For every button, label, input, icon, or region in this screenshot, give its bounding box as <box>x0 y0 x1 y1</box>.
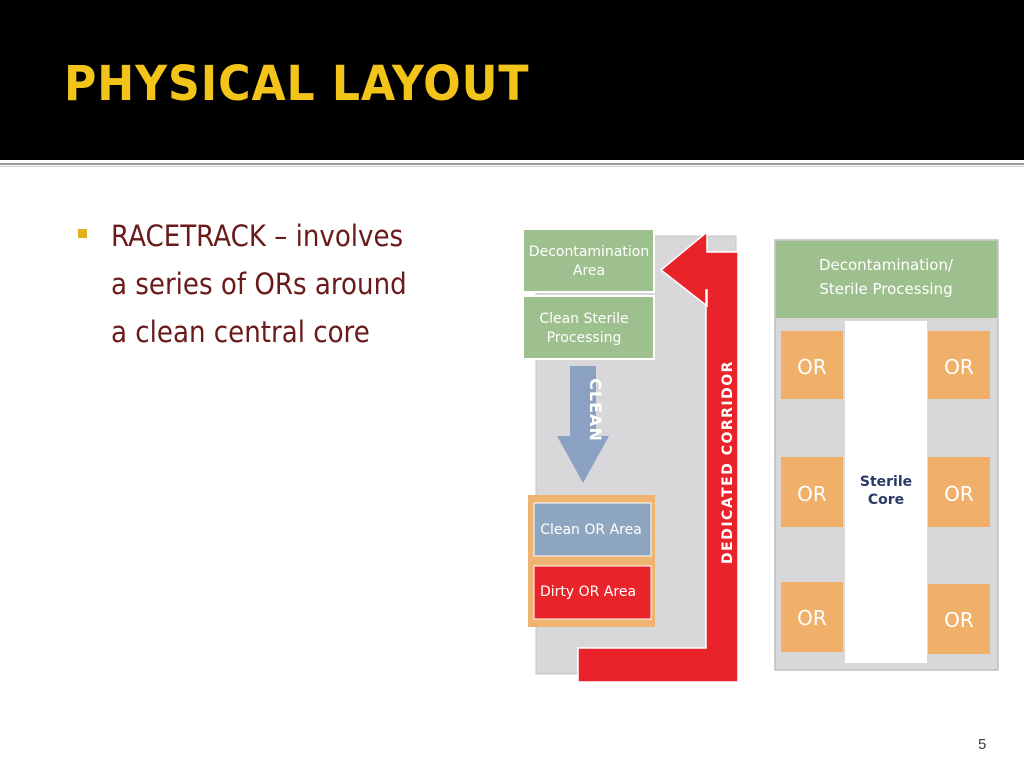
slide-title: PHYSICAL LAYOUT <box>64 56 530 112</box>
header-divider <box>0 163 1024 165</box>
decontamination-area-box <box>522 228 655 293</box>
dirty-or-area-box <box>533 565 652 620</box>
label-line: Area <box>573 263 605 279</box>
dirty-or-area-label: Dirty OR Area <box>540 584 636 600</box>
or-room-label: OR <box>797 482 827 506</box>
bullet-text: RACETRACK – involves a series of ORs aro… <box>111 212 471 356</box>
clean-arrow <box>557 366 609 483</box>
or-room-label: OR <box>797 355 827 379</box>
bullet-line-3: a clean central core <box>111 315 370 349</box>
or-room-box <box>928 584 990 654</box>
decontamination-sterile-processing-label: Decontamination/Sterile Processing <box>819 256 954 298</box>
clean-or-area-label: Clean OR Area <box>540 522 642 538</box>
or-room-grid: OR OR OR OR OR OR <box>781 331 990 654</box>
or-room-box <box>928 331 990 399</box>
or-room-label: OR <box>797 606 827 630</box>
clean-arrow-label: CLEAN <box>586 378 605 442</box>
clean-sterile-processing-box <box>522 295 655 360</box>
label-line: Core <box>868 492 904 508</box>
or-room-label: OR <box>944 355 974 379</box>
bullet-line-2: a series of ORs around <box>111 267 407 301</box>
label-line: Processing <box>547 330 622 346</box>
label-line: Clean Sterile <box>539 311 628 327</box>
header-divider-shadow <box>0 166 1024 167</box>
label-line: Decontamination <box>529 244 649 260</box>
or-room-box <box>781 331 843 399</box>
bullet-line-1: RACETRACK – involves <box>111 219 404 253</box>
clean-or-area-box <box>533 502 652 557</box>
or-room-box <box>781 582 843 652</box>
label-line: Sterile Processing <box>819 280 952 298</box>
bullet-marker <box>78 229 87 238</box>
label-line: Decontamination/ <box>819 256 954 274</box>
page-number: 5 <box>978 736 987 753</box>
title-bar: PHYSICAL LAYOUT <box>0 0 1024 160</box>
or-room-box <box>781 457 843 527</box>
or-room-label: OR <box>944 608 974 632</box>
label-line: Sterile <box>860 474 912 490</box>
dedicated-corridor-path <box>577 230 739 683</box>
decontamination-sterile-processing-box <box>776 241 997 318</box>
corridor-label: DEDICATED CORRIDOR <box>720 360 736 564</box>
or-room-box <box>928 457 990 527</box>
or-room-label: OR <box>944 482 974 506</box>
sterile-core-box <box>845 321 927 663</box>
